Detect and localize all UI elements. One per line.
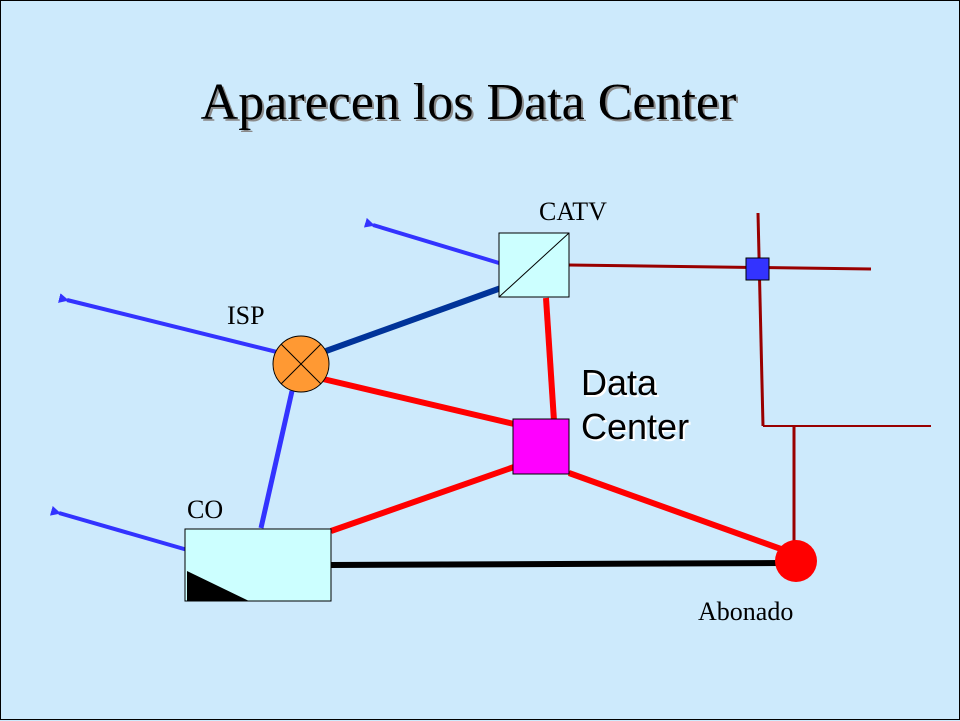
data-center-label-line2: Center <box>581 406 690 447</box>
catv-datacenter-link <box>543 297 557 422</box>
catv-label: CATV <box>539 197 607 226</box>
isp-uplink-arrow <box>58 293 286 356</box>
catv-cable-horizontal <box>568 263 872 271</box>
co-switch-icon <box>184 528 332 602</box>
catv-node-icon <box>498 232 570 298</box>
abonado-label: Abonado <box>698 597 794 626</box>
co-abonado-link <box>330 560 782 568</box>
abonado-node-icon <box>775 540 817 582</box>
catv-cable-vertical <box>756 212 765 427</box>
data-center-label: Data Center <box>581 361 781 449</box>
isp-router-icon <box>272 335 330 393</box>
catv-uplink-arrow <box>363 217 500 265</box>
co-label: CO <box>187 495 224 524</box>
co-datacenter-link <box>330 464 515 534</box>
data-center-icon <box>512 418 570 475</box>
catv-junction-icon <box>745 257 770 281</box>
co-isp-link <box>258 390 295 529</box>
data-center-label-line1: Data <box>581 362 658 403</box>
datacenter-abonado-link <box>567 470 783 552</box>
isp-label: ISP <box>227 301 265 330</box>
slide-title: Aparecen los Data Center <box>200 74 737 131</box>
isp-datacenter-link <box>322 376 515 427</box>
co-uplink-arrow <box>49 505 192 553</box>
isp-catv-link <box>324 285 503 354</box>
